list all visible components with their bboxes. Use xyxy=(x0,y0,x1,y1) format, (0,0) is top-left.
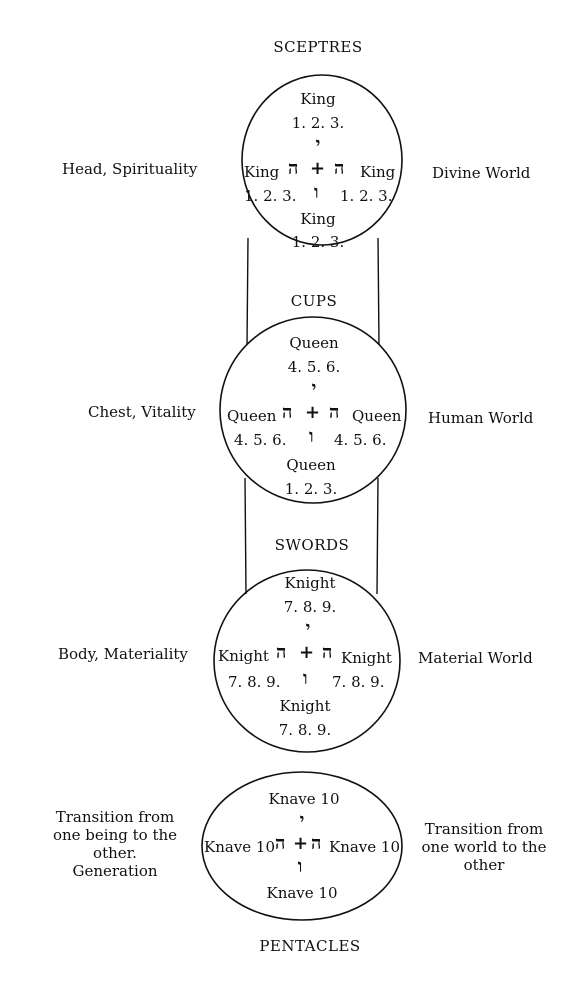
plus-cups: + xyxy=(305,402,321,423)
right-label-swords: Material World xyxy=(418,649,533,667)
top-name-sceptres: King xyxy=(300,90,336,108)
mid-right-nums-sceptres: 1. 2. 3. xyxy=(340,187,393,205)
mid-right-name-sceptres: King xyxy=(360,163,396,181)
section-title-swords: SWORDS xyxy=(274,536,350,554)
left-label-cups: Chest, Vitality xyxy=(88,403,196,421)
mid-left-nums-swords: 7. 8. 9. xyxy=(228,673,281,691)
circle-pentacles xyxy=(201,771,403,921)
he-left-swords: ה xyxy=(276,642,287,663)
right-label-pentacles: Transition from one world to the other xyxy=(421,820,547,874)
mid-left-name-swords: Knight xyxy=(218,647,269,665)
mid-left-nums-sceptres: 1. 2. 3. xyxy=(244,187,297,205)
connector-left-2 xyxy=(244,477,247,595)
top-name-pentacles: Knave 10 xyxy=(268,790,340,808)
top-nums-cups: 4. 5. 6. xyxy=(287,358,341,376)
connector-right-1 xyxy=(377,237,380,346)
he-left-sceptres: ה xyxy=(288,158,299,179)
mid-right-name-pentacles: Knave 10 xyxy=(329,838,401,856)
circle-cups xyxy=(219,316,407,504)
left-label-swords: Body, Materiality xyxy=(58,645,188,663)
top-nums-swords: 7. 8. 9. xyxy=(283,598,337,616)
mid-left-name-sceptres: King xyxy=(244,163,280,181)
mid-right-name-swords: Knight xyxy=(341,649,392,667)
he-left-pentacles: ה xyxy=(275,833,286,854)
vav-pentacles: ו xyxy=(297,856,303,877)
bottom-nums-sceptres: 1. 2. 3. xyxy=(291,233,345,251)
bottom-name-cups: Queen xyxy=(286,456,336,474)
mid-right-name-cups: Queen xyxy=(352,407,402,425)
vav-cups: ו xyxy=(309,426,314,447)
top-name-swords: Knight xyxy=(284,574,336,592)
plus-pentacles: + xyxy=(293,833,309,854)
he-right-swords: ה xyxy=(322,642,333,663)
mid-right-nums-cups: 4. 5. 6. xyxy=(334,431,387,449)
yod-pentacles: י xyxy=(299,810,305,831)
circle-sceptres xyxy=(241,74,403,246)
yod-cups: י xyxy=(311,378,317,399)
top-nums-sceptres: 1. 2. 3. xyxy=(291,114,345,132)
circle-swords xyxy=(213,569,401,753)
top-name-cups: Queen xyxy=(289,334,339,352)
right-label-cups: Human World xyxy=(428,409,534,427)
mid-left-name-pentacles: Knave 10 xyxy=(204,838,276,856)
section-title-cups: CUPS xyxy=(290,292,338,310)
plus-swords: + xyxy=(299,642,315,663)
bottom-name-pentacles: Knave 10 xyxy=(266,884,338,902)
bottom-name-swords: Knight xyxy=(279,697,331,715)
mid-right-nums-swords: 7. 8. 9. xyxy=(332,673,385,691)
mid-left-nums-cups: 4. 5. 6. xyxy=(234,431,287,449)
mid-left-name-cups: Queen xyxy=(227,407,277,425)
he-right-sceptres: ה xyxy=(334,158,345,179)
left-label-sceptres: Head, Spirituality xyxy=(62,160,198,178)
yod-swords: י xyxy=(305,618,311,639)
left-label-pentacles: Transition from one being to the other. … xyxy=(52,808,178,880)
right-label-sceptres: Divine World xyxy=(432,164,531,182)
he-right-pentacles: ה xyxy=(311,833,322,854)
vav-sceptres: ו xyxy=(314,182,319,203)
yod-sceptres: י xyxy=(315,134,321,155)
bottom-nums-cups: 1. 2. 3. xyxy=(284,480,338,498)
bottom-name-sceptres: King xyxy=(300,210,336,228)
connector-left-1 xyxy=(246,237,249,346)
vav-swords: ו xyxy=(303,668,308,689)
plus-sceptres: + xyxy=(310,158,326,179)
section-title-pentacles: PENTACLES xyxy=(259,937,361,955)
bottom-nums-swords: 7. 8. 9. xyxy=(278,721,332,739)
connector-right-2 xyxy=(376,477,379,595)
he-left-cups: ה xyxy=(282,402,293,423)
he-right-cups: ה xyxy=(329,402,340,423)
section-title-sceptres: SCEPTRES xyxy=(273,38,363,56)
